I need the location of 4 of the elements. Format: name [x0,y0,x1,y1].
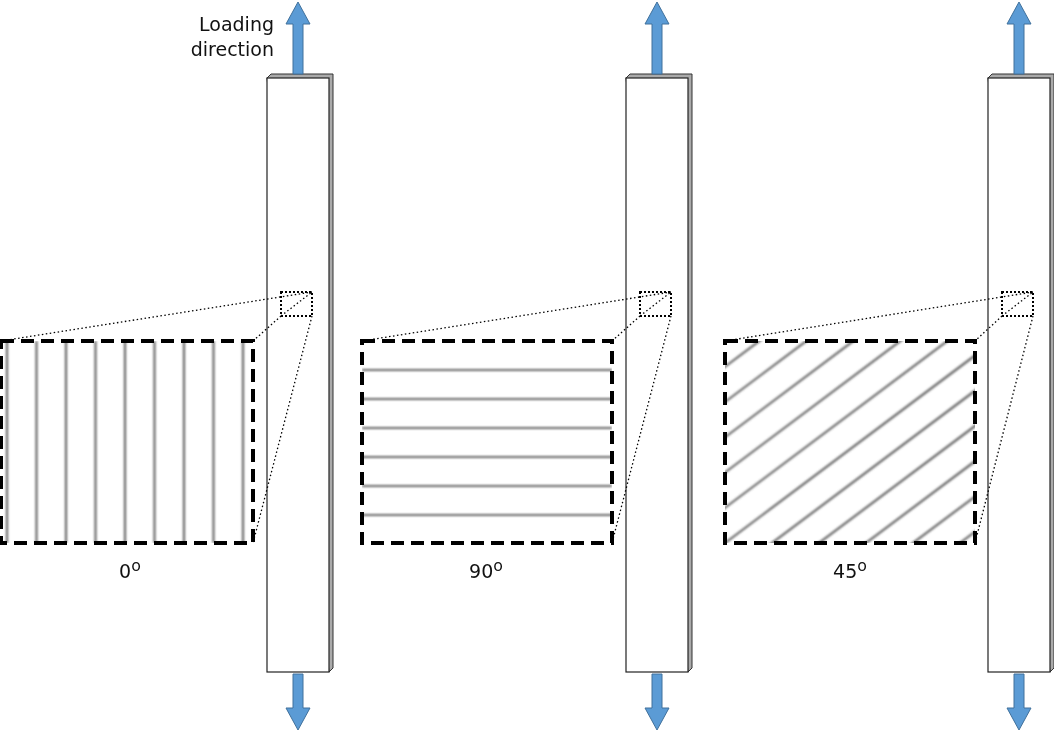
angle-label: 90$^{o}$ [468,556,504,584]
axis-label: Loading direction [189,12,274,62]
angle-label: 0$^{o}$ [118,556,142,584]
angle-label: 45$^{o}$ [832,556,868,584]
